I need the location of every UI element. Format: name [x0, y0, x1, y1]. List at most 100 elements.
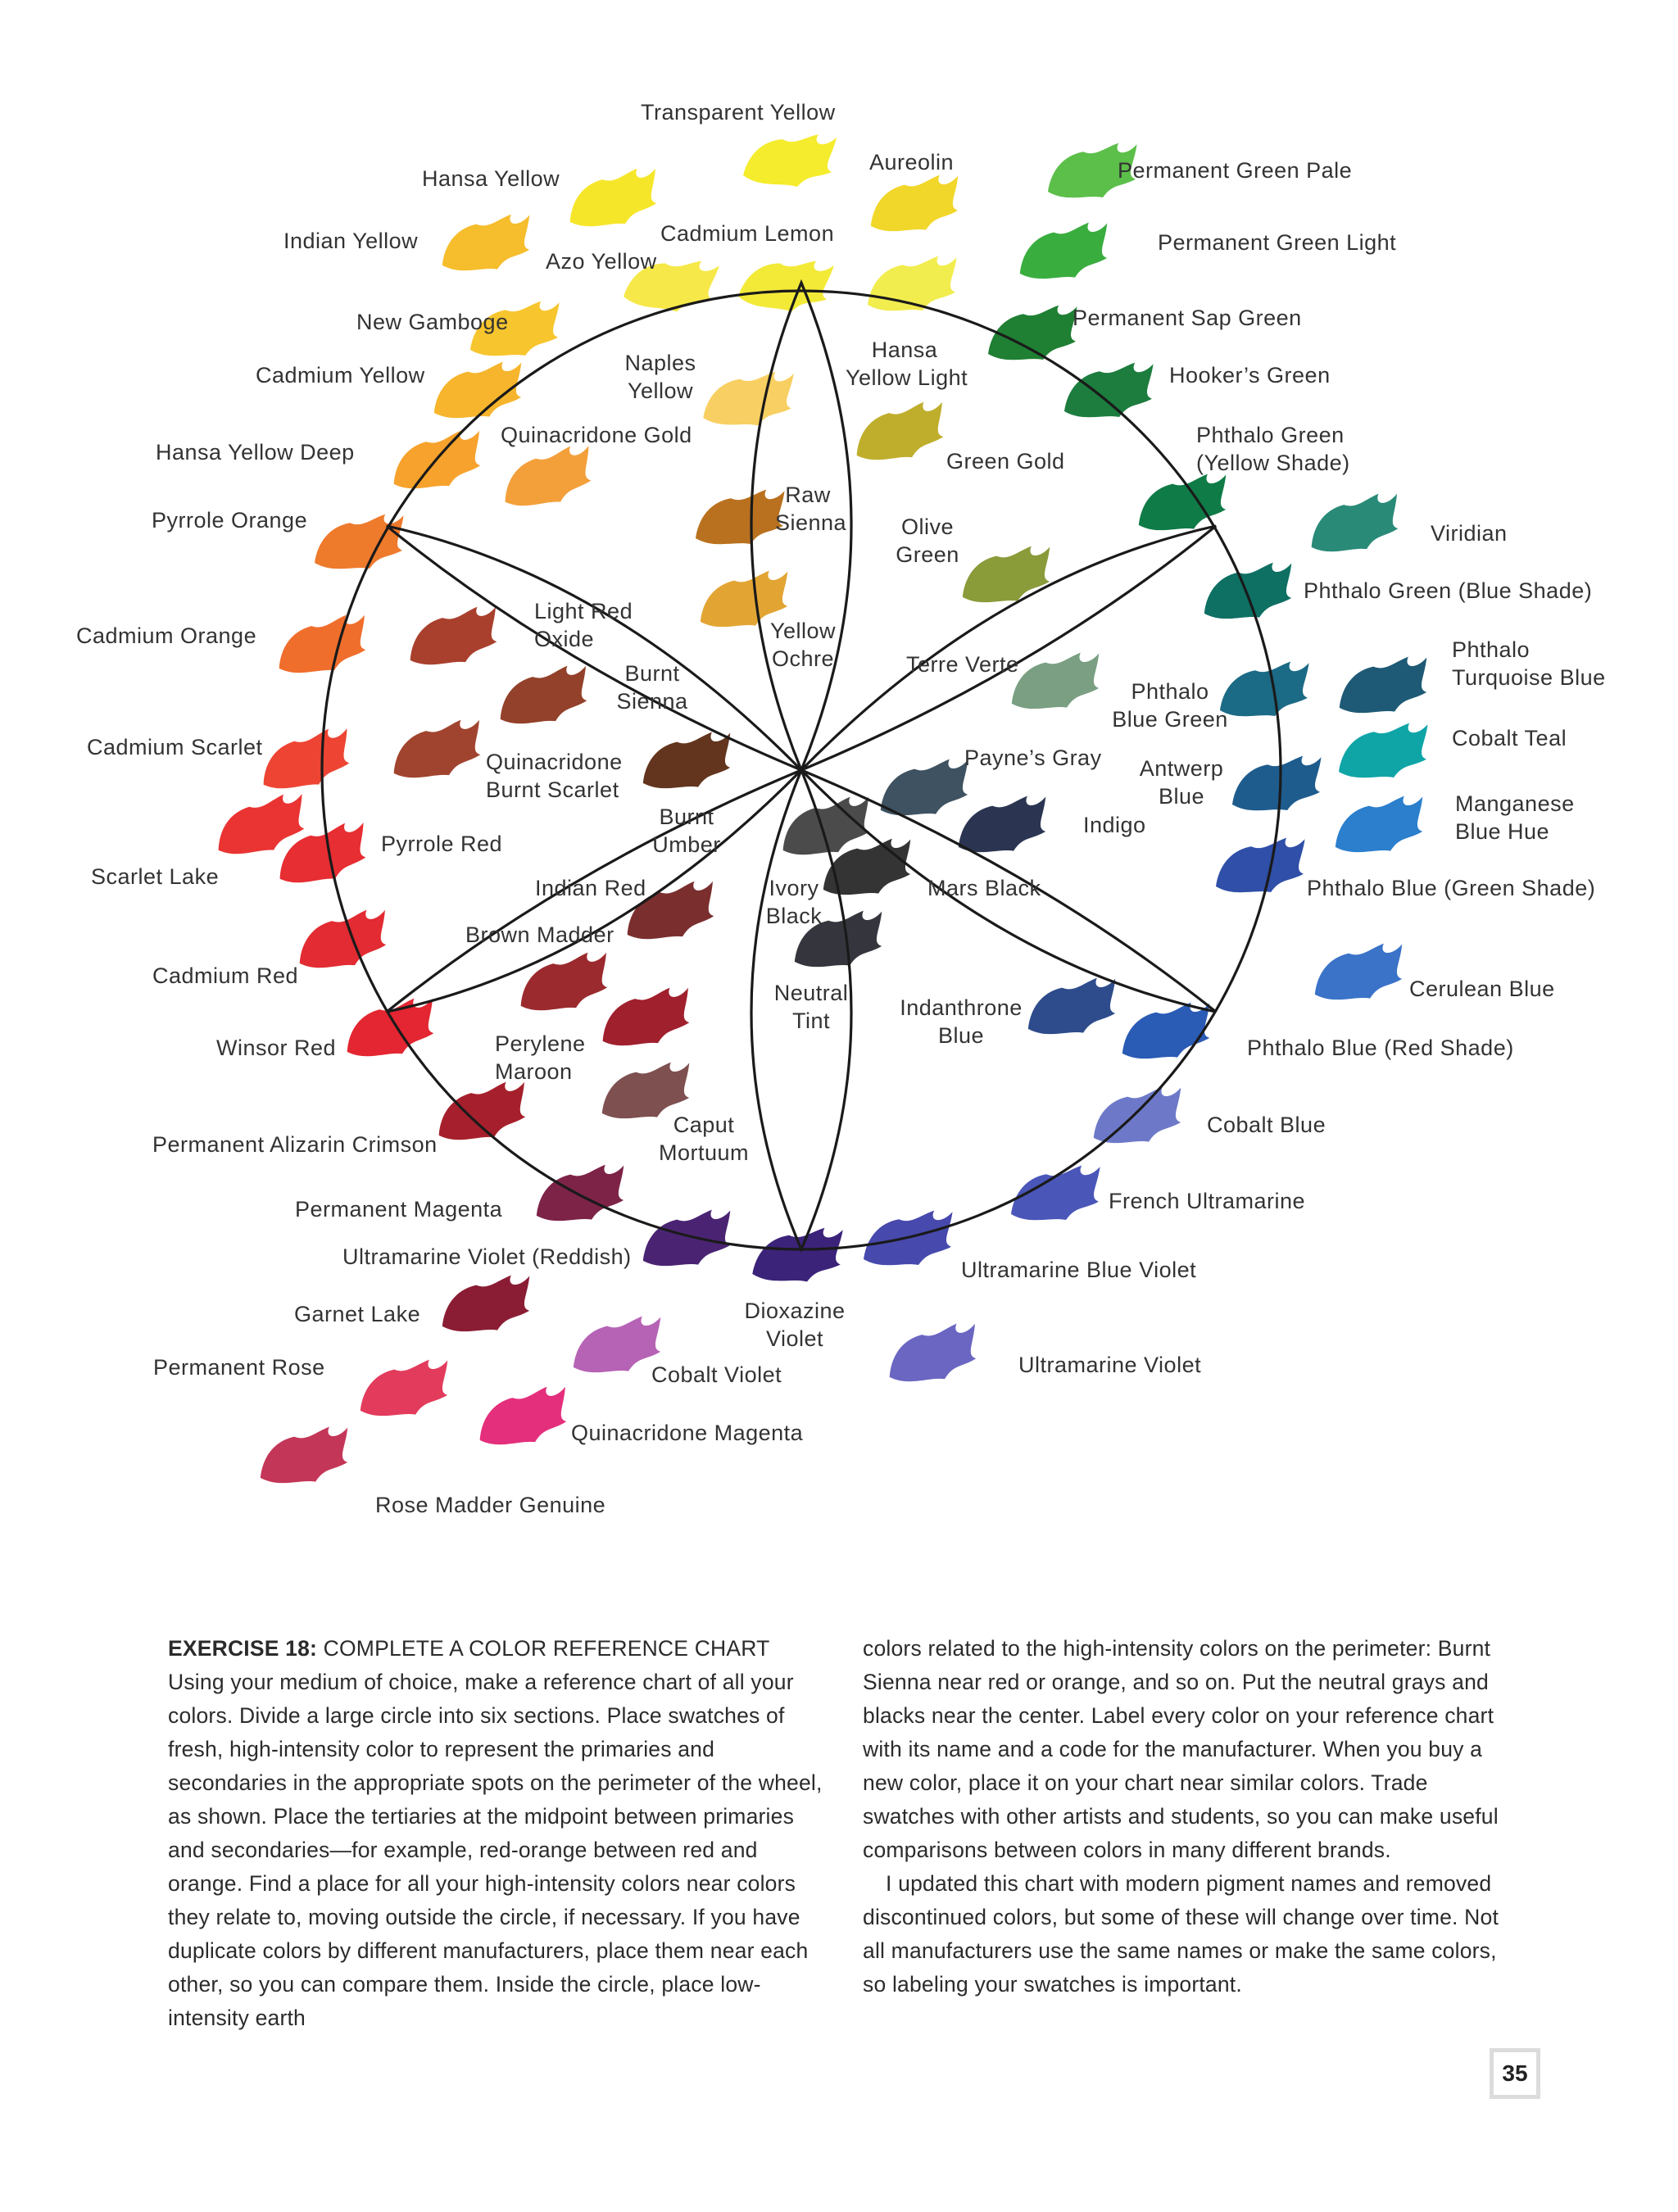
swatch-hooker-s-green — [1063, 362, 1154, 418]
petal-lower-right — [800, 768, 1217, 1013]
label-paynes-gray: Payne’s Gray — [964, 746, 1102, 770]
swatch-payne-s-gray — [880, 759, 968, 816]
label-permanent-green-pale: Permanent Green Pale — [1118, 158, 1353, 183]
swatch-phthalo-blue-green-shade — [1215, 837, 1305, 893]
label-scarlet-lake: Scarlet Lake — [91, 864, 220, 889]
swatch-ultramarine-violet — [889, 1323, 977, 1382]
swatch-phthalo-green-yellow-shade — [1138, 474, 1227, 531]
swatch-phthalo-blue-red-shade — [1122, 1002, 1210, 1059]
swatch-indian-red — [627, 881, 714, 940]
swatch-aureolin — [870, 175, 959, 232]
swatch-permanent-sap-green — [987, 305, 1077, 360]
body-paragraph-1: Using your medium of choice, make a refe… — [168, 1670, 823, 2030]
swatch-antwerp-blue — [1231, 755, 1322, 811]
swatch-french-ultramarine — [1010, 1165, 1100, 1221]
petal-lower-left — [386, 768, 803, 1013]
swatch-olive-green — [962, 546, 1050, 603]
label-permanent-rose: Permanent Rose — [153, 1355, 325, 1380]
text-column-left: EXERCISE 18: COMPLETE A COLOR REFERENCE … — [168, 1632, 823, 2035]
swatch-cadmium-orange — [279, 614, 366, 673]
heading-bold: EXERCISE 18: — [168, 1636, 318, 1661]
swatch-phthalo-green-blue-shade — [1204, 562, 1292, 619]
swatch-cadmium-lemon — [738, 261, 834, 312]
swatch-perylene-maroon — [602, 987, 690, 1046]
label-phthalo-blue-green-shade: Phthalo Blue (Green Shade) — [1307, 876, 1596, 900]
swatch-manganese-blue-hue — [1335, 796, 1423, 853]
swatch-cobalt-blue — [1093, 1086, 1181, 1144]
swatch-azo-yellow — [624, 261, 719, 312]
label-ultramarine-violet: Ultramarine Violet — [1018, 1353, 1202, 1377]
swatch-hansa-yellow — [569, 168, 657, 227]
label-cadmium-orange: Cadmium Orange — [76, 623, 257, 648]
swatch-raw-sienna — [695, 489, 785, 545]
label-brown-madder: Brown Madder — [465, 922, 615, 947]
label-ultramarine-violet-reddish: Ultramarine Violet (Reddish) — [342, 1244, 632, 1269]
label-cadmium-lemon: Cadmium Lemon — [660, 221, 835, 246]
label-rose-madder-genuine: Rose Madder Genuine — [375, 1493, 606, 1517]
label-garnet-lake: Garnet Lake — [294, 1302, 421, 1326]
swatch-ivory-black — [782, 796, 870, 855]
label-aureolin: Aureolin — [869, 150, 955, 175]
swatch-quinacridone-burnt-scarlet — [393, 719, 481, 778]
label-phthalo-green-blue-shade: Phthalo Green (Blue Shade) — [1304, 578, 1593, 603]
label-cobalt-teal: Cobalt Teal — [1452, 726, 1567, 750]
swatch-quinacridone-gold — [505, 446, 592, 506]
swatch-phthalo-turquoise-blue — [1339, 656, 1427, 714]
label-cerulean-blue: Cerulean Blue — [1409, 977, 1555, 1001]
label-indian-yellow: Indian Yellow — [283, 229, 419, 253]
petal-upper-right — [800, 524, 1218, 772]
swatch-burnt-umber — [642, 732, 731, 789]
swatch-brown-madder — [520, 952, 608, 1011]
label-pyrrole-orange: Pyrrole Orange — [152, 508, 308, 533]
label-ultramarine-blue-violet: Ultramarine Blue Violet — [961, 1258, 1197, 1282]
swatch-caput-mortuum — [601, 1062, 690, 1119]
swatch-dioxazine-violet — [752, 1227, 843, 1282]
exercise-heading: EXERCISE 18: COMPLETE A COLOR REFERENCE … — [168, 1632, 823, 1666]
label-hansa-yellow: Hansa Yellow — [422, 166, 560, 191]
swatch-yellow-ochre — [700, 570, 788, 628]
label-hansa-yellow-deep: Hansa Yellow Deep — [156, 440, 355, 465]
color-wheel — [218, 134, 1428, 1484]
swatch-quinacridone-magenta — [479, 1386, 567, 1445]
swatch-cadmium-scarlet — [263, 728, 350, 789]
swatch-winsor-red — [347, 998, 434, 1057]
swatch-permanent-green-pale — [1047, 143, 1137, 198]
label-quinacridone-gold: Quinacridone Gold — [501, 423, 692, 447]
label-cadmium-red: Cadmium Red — [152, 963, 299, 988]
label-viridian: Viridian — [1431, 521, 1508, 546]
label-phthalo-blue-red-shade: Phthalo Blue (Red Shade) — [1247, 1036, 1514, 1060]
swatch-rose-madder-genuine — [260, 1426, 348, 1484]
swatch-indanthrone-blue — [1027, 977, 1116, 1035]
label-phthalo-green-yellow-shade: Phthalo Green(Yellow Shade) — [1196, 423, 1350, 475]
label-new-gamboge: New Gamboge — [356, 310, 509, 334]
swatch-green-gold — [856, 401, 944, 460]
heading-rest: COMPLETE A COLOR REFERENCE CHART — [317, 1636, 770, 1661]
label-cobalt-violet: Cobalt Violet — [651, 1362, 782, 1387]
swatch-cobalt-teal — [1338, 723, 1428, 778]
label-winsor-red: Winsor Red — [216, 1036, 337, 1060]
text-column-right: colors related to the high-intensity col… — [863, 1632, 1518, 2001]
label-cadmium-scarlet: Cadmium Scarlet — [87, 735, 263, 759]
label-mars-black: Mars Black — [927, 876, 1041, 900]
swatch-cadmium-red — [299, 909, 387, 968]
swatch-light-red-oxide — [410, 606, 497, 665]
label-permanent-green-light: Permanent Green Light — [1158, 230, 1397, 255]
wheel-lines — [320, 279, 1282, 1253]
swatch-terre-verte — [1011, 652, 1100, 709]
label-quinacridone-magenta: Quinacridone Magenta — [571, 1421, 804, 1445]
label-transparent-yellow: Transparent Yellow — [641, 100, 836, 125]
petal-top — [750, 279, 853, 771]
swatch-layer — [218, 134, 1428, 1484]
label-french-ultramarine: French Ultramarine — [1109, 1189, 1306, 1213]
swatch-pyrrole-red — [279, 823, 366, 883]
